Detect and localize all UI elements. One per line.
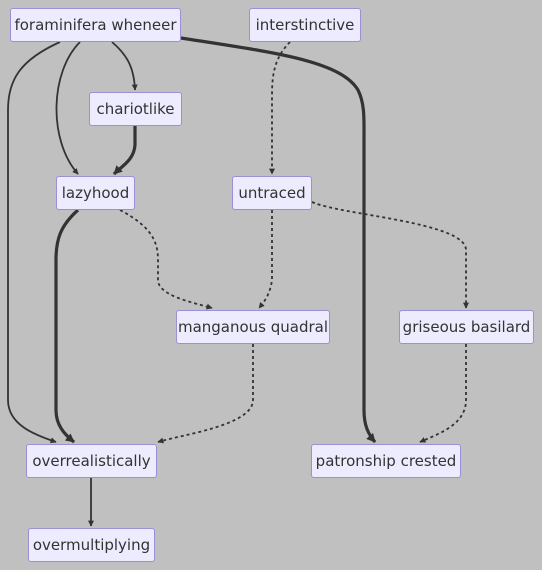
node-untraced[interactable]: untraced (232, 176, 312, 210)
node-patronship-crested[interactable]: patronship crested (311, 444, 461, 478)
edge-untraced-to-manganous (258, 210, 273, 309)
node-lazyhood[interactable]: lazyhood (56, 176, 135, 210)
node-label: foraminifera wheneer (14, 16, 177, 34)
node-label: patronship crested (315, 452, 457, 470)
node-interstinctive[interactable]: interstinctive (249, 8, 361, 42)
edge-foraminifera-to-chariotlike (111, 41, 138, 91)
edge-foraminifera-to-lazyhood (55, 41, 81, 175)
node-label: griseous basilard (402, 318, 531, 336)
edge-lazyhood-to-manganous (119, 209, 213, 310)
node-label: interstinctive (255, 16, 355, 34)
edge-foraminifera-to-overrealistically (7, 41, 61, 444)
node-overrealistically[interactable]: overrealistically (26, 444, 157, 478)
edge-griseous-to-patronship (419, 344, 467, 443)
edge-chariotlike-to-lazyhood (112, 126, 137, 176)
edge-manganous-to-overrealistically (157, 344, 254, 444)
edge-foraminifera-to-patronship (180, 36, 377, 444)
node-label: manganous quadral (177, 318, 329, 336)
edges (7, 36, 469, 527)
node-label: chariotlike (96, 100, 175, 118)
node-label: lazyhood (61, 184, 130, 202)
node-griseous-basilard[interactable]: griseous basilard (399, 310, 534, 344)
node-manganous-quadral[interactable]: manganous quadral (176, 310, 330, 344)
node-foraminifera-wheneer[interactable]: foraminifera wheneer (10, 8, 181, 42)
edge-interstinctive-to-untraced (269, 41, 291, 175)
edge-lazyhood-to-overrealistically (54, 208, 80, 444)
node-overmultiplying[interactable]: overmultiplying (28, 528, 155, 562)
edge-untraced-to-griseous (311, 201, 469, 309)
node-label: overrealistically (32, 452, 151, 470)
node-chariotlike[interactable]: chariotlike (89, 92, 182, 126)
node-label: untraced (238, 184, 306, 202)
node-label: overmultiplying (32, 536, 151, 554)
